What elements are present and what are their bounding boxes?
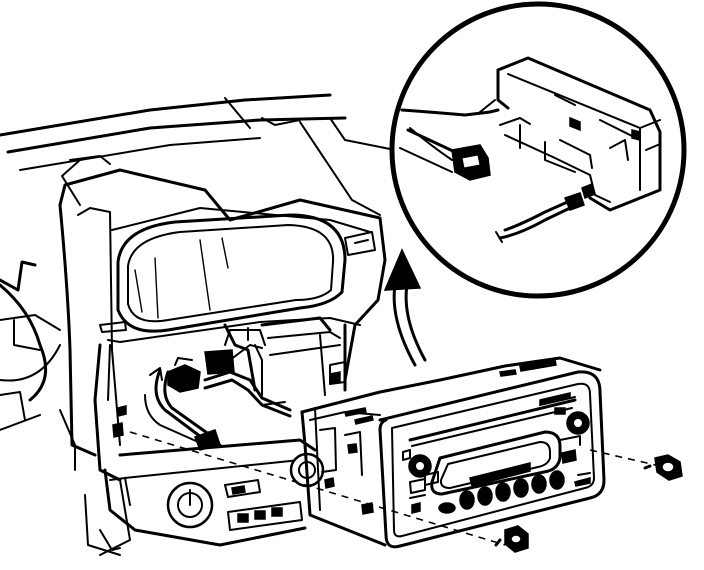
fasteners — [129, 431, 683, 553]
instrument-panel — [0, 93, 396, 556]
wiring-harness — [112, 344, 341, 451]
preset-buttons — [438, 470, 565, 514]
radio-unit — [300, 356, 606, 549]
hex-flange-bolt-icon — [643, 454, 683, 481]
dash-left-edge — [0, 391, 121, 556]
hex-flange-bolt-icon — [494, 525, 529, 553]
detail-inset — [389, 1, 687, 299]
curved-arrow-icon — [383, 248, 427, 367]
